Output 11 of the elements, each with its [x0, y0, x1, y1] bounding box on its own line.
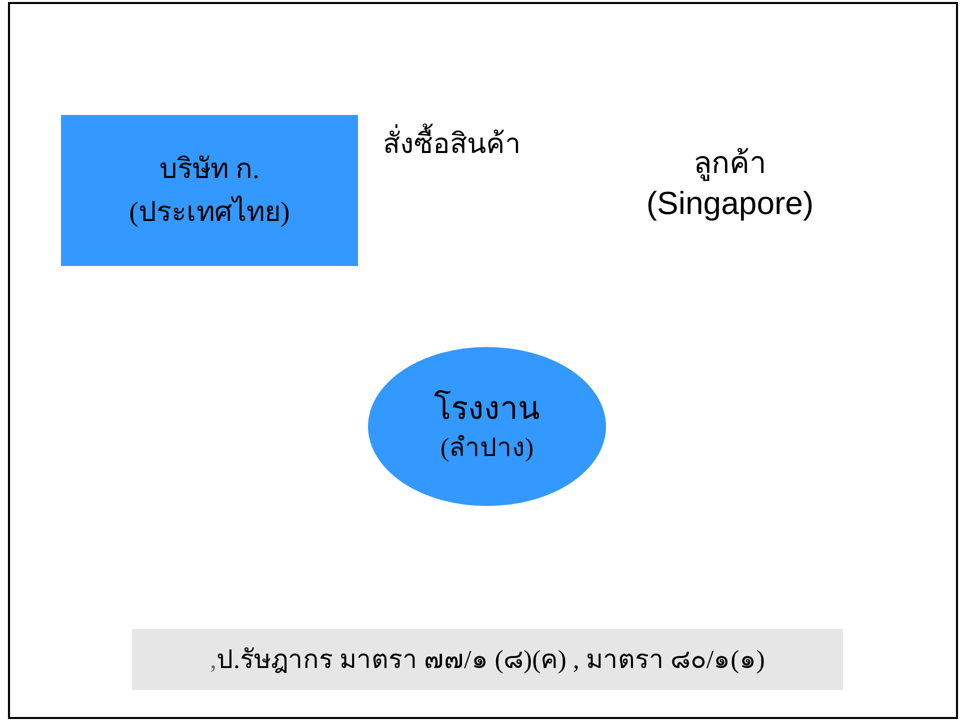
- note-text: ,: [210, 644, 217, 676]
- ellipse-text: (ลำปาง): [440, 432, 534, 464]
- box-text: บริษัท ก.: [160, 152, 260, 186]
- customer-label: ลูกค้า: [694, 146, 766, 182]
- note-band: [132, 629, 843, 690]
- box-text: (ประเทศไทย): [129, 194, 290, 230]
- ellipse-text: โรงงาน: [434, 389, 540, 428]
- note-text: ป.รัษฎากร มาตรา ๗๗/๑ (๘)(ค) , มาตรา ๘๐/๑(๑): [216, 644, 765, 676]
- country-label: (Singapore): [646, 184, 814, 222]
- order-label: สั่งซื้อสินค้า: [383, 124, 521, 166]
- company-box: [61, 115, 358, 266]
